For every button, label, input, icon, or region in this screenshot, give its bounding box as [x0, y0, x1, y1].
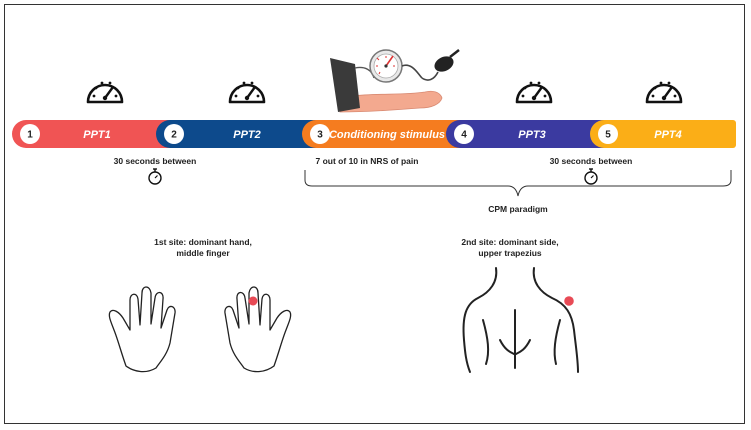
- segment-conditioning: [302, 120, 460, 148]
- site1-label-line2: middle finger: [176, 248, 230, 258]
- timeline-bar: 1 2 3 4 5 PPT1 PPT2 Conditioning stimulu…: [12, 120, 736, 148]
- segment-ppt1: [12, 120, 170, 148]
- back-icon: [462, 267, 579, 373]
- svg-text:1: 1: [27, 130, 33, 141]
- gauge-icon: [86, 81, 124, 104]
- step-number-3: 3: [310, 124, 330, 144]
- svg-text:2: 2: [171, 130, 177, 141]
- note-between-right: 30 seconds between: [550, 156, 633, 166]
- blood-pressure-cuff-icon: [330, 49, 460, 113]
- note-between-left: 30 seconds between: [114, 156, 197, 166]
- segment-label-ppt1: PPT1: [83, 129, 111, 141]
- gauge-icon: [645, 81, 683, 104]
- cpm-paradigm-label: CPM paradigm: [488, 204, 548, 214]
- hand-icon: [224, 286, 292, 373]
- site2-label-line2: upper trapezius: [478, 248, 542, 258]
- cpm-brace: [304, 170, 732, 197]
- site1-marker: [248, 296, 258, 306]
- stopwatch-icon: [148, 168, 162, 185]
- segment-ppt2: [156, 120, 316, 148]
- svg-text:4: 4: [461, 130, 467, 141]
- segment-label-conditioning: Conditioning stimulus: [329, 129, 445, 141]
- gauge-icon: [228, 81, 266, 104]
- segment-label-ppt2: PPT2: [233, 129, 261, 141]
- stopwatch-icon: [584, 168, 598, 185]
- gauge-icon: [515, 81, 553, 104]
- svg-text:5: 5: [605, 130, 611, 141]
- step-number-4: 4: [454, 124, 474, 144]
- segment-label-ppt3: PPT3: [518, 129, 546, 141]
- step-number-2: 2: [164, 124, 184, 144]
- step-number-1: 1: [20, 124, 40, 144]
- site2-label-line1: 2nd site: dominant side,: [461, 237, 558, 247]
- hand-icon: [108, 286, 176, 373]
- segment-ppt4: [590, 120, 736, 148]
- segment-label-ppt4: PPT4: [654, 129, 682, 141]
- site2-marker: [564, 296, 574, 306]
- site1-label-line1: 1st site: dominant hand,: [154, 237, 252, 247]
- segment-ppt3: [446, 120, 604, 148]
- note-nrs: 7 out of 10 in NRS of pain: [316, 156, 419, 166]
- svg-text:3: 3: [317, 130, 323, 141]
- step-number-5: 5: [598, 124, 618, 144]
